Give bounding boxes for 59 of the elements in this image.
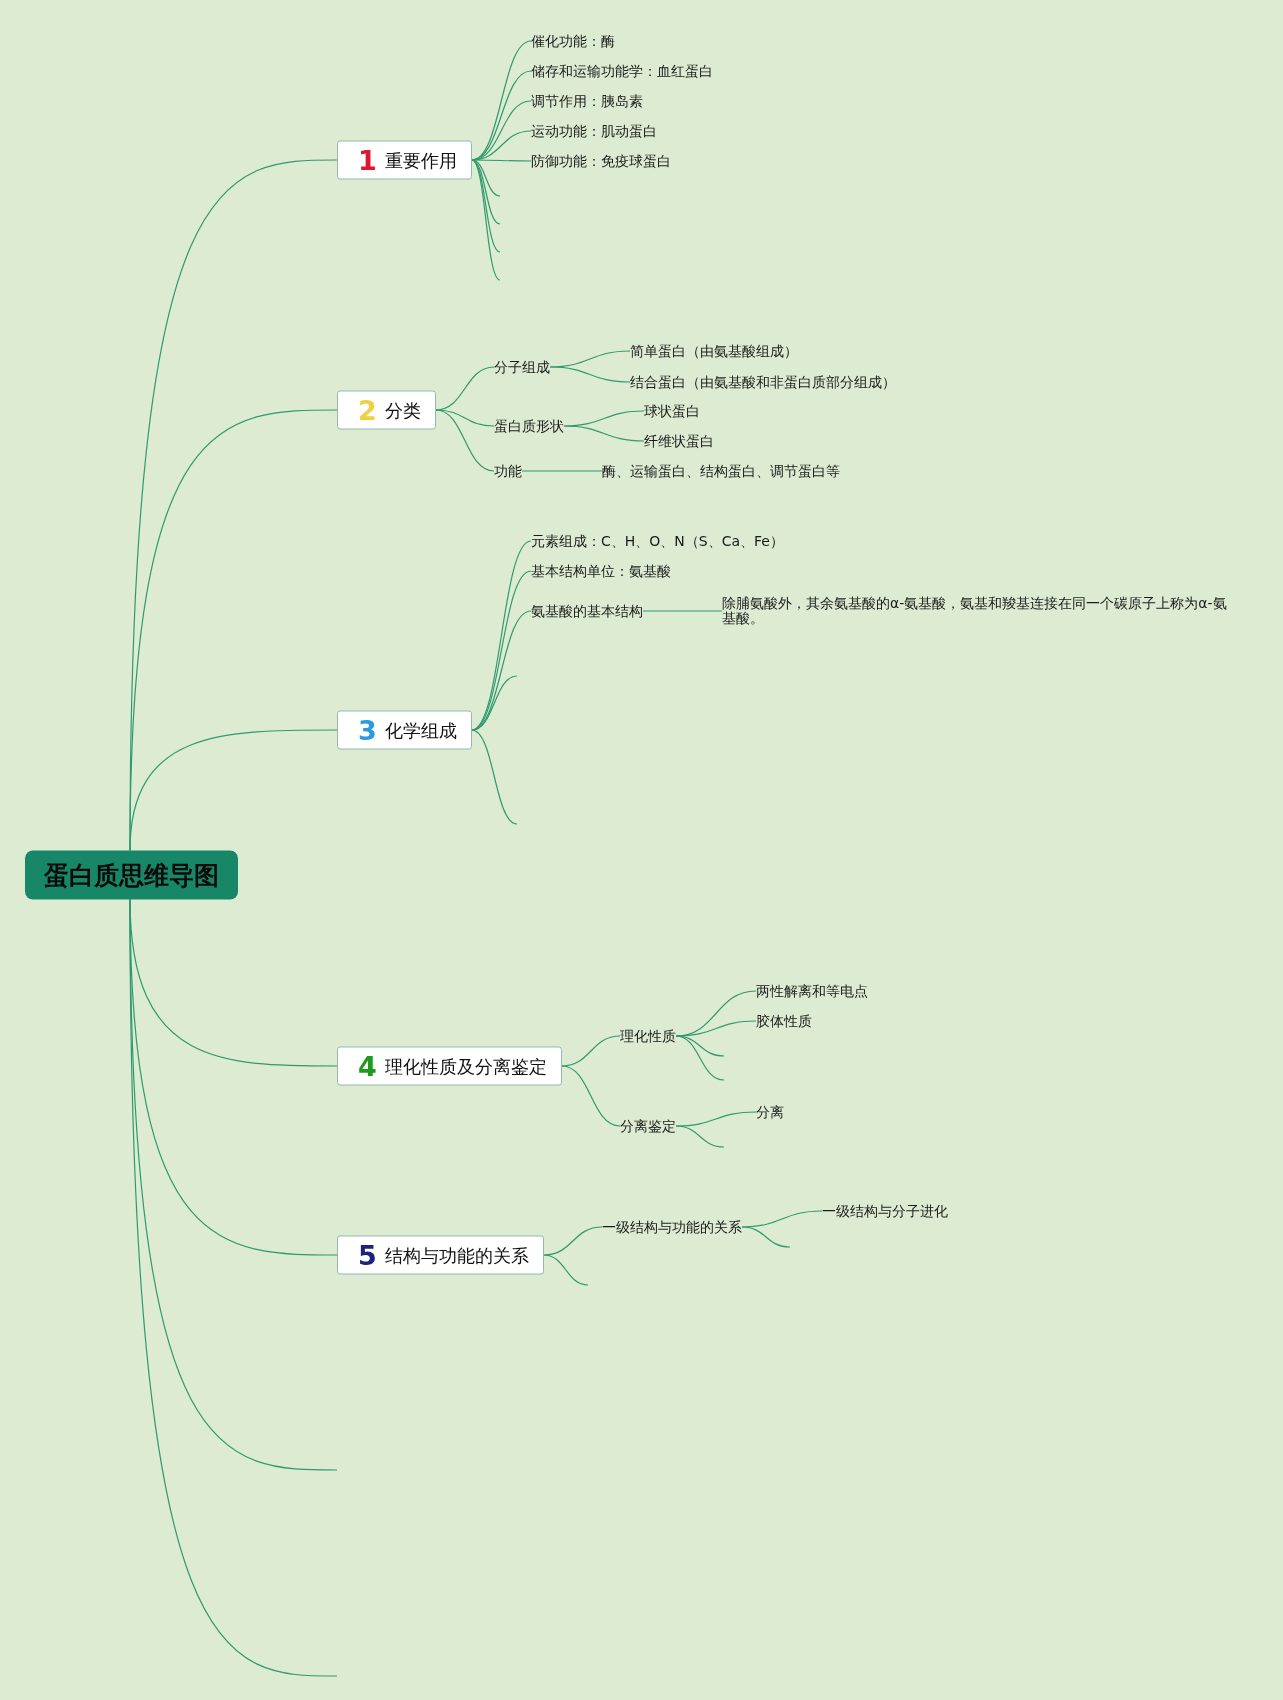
branch-line xyxy=(549,366,631,383)
branch-text: 分离 xyxy=(756,1104,784,1120)
topic-box xyxy=(337,140,472,180)
branch-line xyxy=(543,1226,603,1256)
branch-line xyxy=(675,1125,725,1148)
branch-text: 分离鉴定 xyxy=(620,1118,676,1134)
topic-number: 4 xyxy=(358,1052,377,1080)
topic-label: 化学组成 xyxy=(384,718,457,742)
branch-text: 纤维状蛋白 xyxy=(644,433,714,449)
branch-line xyxy=(435,366,495,411)
branch-text: 元素组成：C、H、O、N（S、Ca、Fe） xyxy=(531,533,784,549)
branch-line xyxy=(435,409,495,472)
topic-box xyxy=(337,1235,544,1275)
branch-text: 一级结构与功能的关系 xyxy=(602,1219,742,1235)
topic-number: 5 xyxy=(358,1241,377,1269)
branch-text: 除脯氨酸外，其余氨基酸的α-氨基酸，氨基和羧基连接在同一个碳原子上称为α-氨基酸。 xyxy=(722,596,1232,626)
branch-text: 调节作用：胰岛素 xyxy=(531,93,643,109)
branch-text: 简单蛋白（由氨基酸组成） xyxy=(630,343,798,359)
branch-line xyxy=(642,610,723,612)
branch-text: 功能 xyxy=(494,463,522,479)
branch-text: 蛋白质形状 xyxy=(494,418,564,434)
branch-text: 防御功能：免疫球蛋白 xyxy=(531,153,671,169)
topic-label: 重要作用 xyxy=(384,148,457,172)
branch-line xyxy=(675,1035,725,1081)
topic-number: 3 xyxy=(358,716,377,744)
branch-line xyxy=(675,1035,725,1057)
branch-text: 分子组成 xyxy=(494,359,550,375)
topic-label: 结构与功能的关系 xyxy=(384,1243,529,1267)
branch-line xyxy=(471,729,518,825)
branch-line xyxy=(129,898,338,1677)
branch-text: 基本结构单位：氨基酸 xyxy=(531,563,671,579)
branch-text: 胶体性质 xyxy=(756,1013,812,1029)
branch-line xyxy=(471,159,501,281)
topic-number: 2 xyxy=(358,396,377,424)
branch-text: 氨基酸的基本结构 xyxy=(531,603,643,619)
branch-line xyxy=(129,729,338,852)
branch-text: 一级结构与分子进化 xyxy=(822,1203,948,1219)
topic-box xyxy=(337,390,436,430)
branch-line xyxy=(543,1254,589,1286)
branch-text: 运动功能：肌动蛋白 xyxy=(531,123,657,139)
branch-line xyxy=(561,1065,621,1127)
branch-text: 结合蛋白（由氨基酸和非蛋白质部分组成） xyxy=(630,374,896,390)
topic-label: 理化性质及分离鉴定 xyxy=(384,1054,547,1078)
branch-line xyxy=(521,470,603,472)
branch-text: 理化性质 xyxy=(620,1028,676,1044)
branch-text: 两性解离和等电点 xyxy=(756,983,868,999)
branch-line xyxy=(561,1035,621,1067)
topic-box xyxy=(337,1046,562,1086)
branch-text: 储存和运输功能学：血红蛋白 xyxy=(531,63,713,79)
root-topic: 蛋白质思维导图 xyxy=(25,850,238,900)
branch-text: 球状蛋白 xyxy=(644,403,700,419)
branch-line xyxy=(435,409,495,427)
topic-number: 1 xyxy=(358,146,377,174)
branch-text: 催化功能：酶 xyxy=(531,33,615,49)
branch-line xyxy=(563,425,645,442)
topic-box xyxy=(337,710,472,750)
topic-label: 分类 xyxy=(384,398,421,422)
branch-line xyxy=(741,1226,791,1248)
branch-text: 酶、运输蛋白、结构蛋白、调节蛋白等 xyxy=(602,463,840,479)
